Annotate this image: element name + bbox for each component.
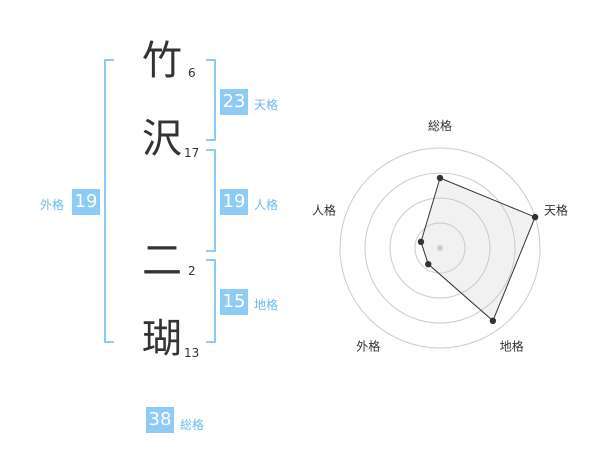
radar-point-4 <box>425 260 432 268</box>
radar-axis-label-1: 総格 <box>428 118 452 133</box>
stroke-count-2: 17 <box>184 146 200 160</box>
radar-axis-label-3: 地格 <box>500 339 524 354</box>
chikaku-bracket <box>206 259 216 343</box>
stroke-count-3: 2 <box>188 264 196 278</box>
soukaku-value-box: 38 <box>146 407 174 433</box>
name-char-1: 竹 <box>142 38 182 84</box>
radar-series-polygon <box>420 177 536 322</box>
tenkaku-value-box: 23 <box>220 89 248 115</box>
radar-grid-ring <box>364 172 516 324</box>
tenkaku-label: 天格 <box>254 98 279 112</box>
stroke-count-1: 6 <box>188 66 196 80</box>
gaikaku-bracket <box>104 59 114 343</box>
radar-axis-label-2: 天格 <box>544 202 568 217</box>
radar-axis-label-5: 人格 <box>312 202 336 217</box>
gaikaku-label: 外格 <box>40 198 65 212</box>
radar-grid-ring <box>389 197 491 299</box>
tenkaku-bracket <box>206 59 216 141</box>
name-char-4: 瑚 <box>142 316 182 362</box>
radar-point-2 <box>531 213 539 221</box>
radar-point-3 <box>489 317 497 325</box>
radar-grid-ring <box>339 147 541 349</box>
name-char-2: 沢 <box>142 116 182 162</box>
jinkaku-label: 人格 <box>254 198 279 212</box>
radar-axis-label-4: 外格 <box>356 339 380 354</box>
radar-grid-ring <box>414 222 466 274</box>
radar-center <box>437 245 443 251</box>
radar-point-5 <box>417 238 425 246</box>
chikaku-value-box: 15 <box>220 289 248 315</box>
radar-point-1 <box>436 174 444 182</box>
soukaku-label: 総格 <box>180 418 205 432</box>
name-char-3: 二 <box>142 238 182 284</box>
gaikaku-value-box: 19 <box>72 189 100 215</box>
chikaku-label: 地格 <box>254 298 279 312</box>
jinkaku-bracket <box>206 149 216 252</box>
jinkaku-value-box: 19 <box>220 189 248 215</box>
stroke-count-4: 13 <box>184 346 200 360</box>
